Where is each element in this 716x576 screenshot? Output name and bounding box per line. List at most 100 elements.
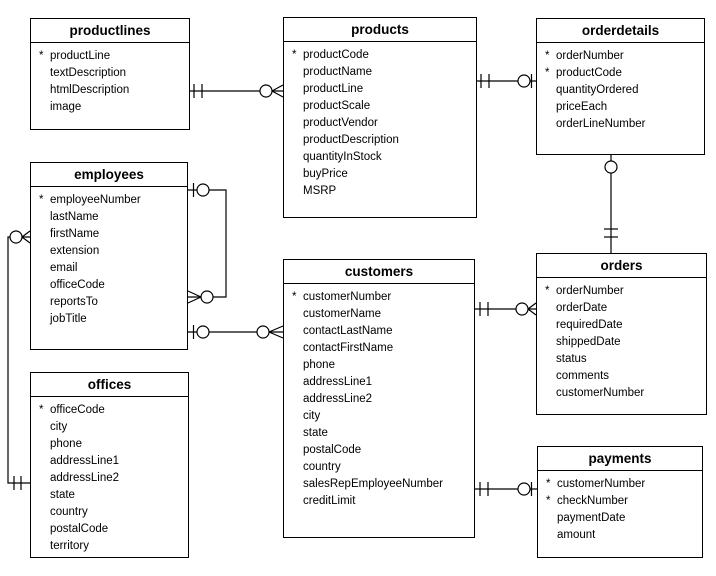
primary-key-marker [39,419,50,436]
field-name: employeeNumber [50,194,141,206]
primary-key-marker: * [546,478,551,490]
primary-key-marker [292,425,303,442]
field-row: country [39,504,184,521]
field-name: productLine [50,50,111,62]
field-row: territory [39,538,184,555]
primary-key-marker [292,81,303,98]
field-row: addressLine2 [39,470,184,487]
field-name: extension [50,245,100,257]
primary-key-marker [39,82,50,99]
field-name: productCode [556,67,622,79]
field-row: priceEach [545,99,700,116]
field-name: orderNumber [556,50,624,62]
primary-key-marker [39,470,50,487]
field-name: paymentDate [557,512,626,524]
field-name: orderLineNumber [556,118,646,130]
primary-key-marker [292,391,303,408]
field-name: postalCode [303,444,362,456]
field-row: *productCode [545,65,700,82]
primary-key-marker: * [545,285,550,297]
field-name: phone [50,438,82,450]
field-name: requiredDate [556,319,623,331]
primary-key-marker [545,351,556,368]
primary-key-marker [39,453,50,470]
field-name: reportsTo [50,296,98,308]
field-name: orderNumber [556,285,624,297]
primary-key-marker [39,277,50,294]
primary-key-marker [39,294,50,311]
field-name: htmlDescription [50,84,130,96]
field-name: productDescription [303,134,399,146]
field-name: country [303,461,341,473]
field-name: country [50,506,88,518]
field-row: lastName [39,209,183,226]
rel-customers-orders [475,302,537,316]
field-row: status [545,351,702,368]
field-name: contactFirstName [303,342,394,354]
field-name: email [50,262,78,274]
primary-key-marker [545,99,556,116]
field-row: orderLineNumber [545,116,700,133]
field-name: lastName [50,211,99,223]
field-name: orderDate [556,302,608,314]
primary-key-marker [292,166,303,183]
field-row: officeCode [39,277,183,294]
primary-key-marker [545,300,556,317]
table-title: products [284,18,476,42]
field-list: *employeeNumber lastName firstName extensio… [31,187,187,328]
field-row: contactFirstName [292,340,470,357]
field-row: orderDate [545,300,702,317]
field-row: *productLine [39,48,185,65]
field-name: productName [303,66,373,78]
primary-key-marker [39,487,50,504]
field-name: state [303,427,328,439]
field-name: addressLine2 [303,393,373,405]
field-row: customerNumber [545,385,702,402]
rel-orderdetails-orders [604,155,618,253]
primary-key-marker [39,209,50,226]
primary-key-marker [292,98,303,115]
primary-key-marker [292,306,303,323]
table-title: orderdetails [537,19,704,43]
field-row: *customerNumber [292,289,470,306]
primary-key-marker [292,64,303,81]
primary-key-marker [545,368,556,385]
rel-employees-self [187,183,227,304]
primary-key-marker [292,183,303,200]
primary-key-marker [39,65,50,82]
field-name: MSRP [303,185,337,197]
field-row: city [39,419,184,436]
primary-key-marker [292,442,303,459]
field-row: *employeeNumber [39,192,183,209]
field-name: phone [303,359,335,371]
field-row: contactLastName [292,323,470,340]
primary-key-marker: * [39,404,44,416]
field-name: quantityInStock [303,151,382,163]
field-row: salesRepEmployeeNumber [292,476,470,493]
field-row: city [292,408,470,425]
field-row: addressLine1 [292,374,470,391]
field-name: priceEach [556,101,608,113]
primary-key-marker [546,510,557,527]
field-row: paymentDate [546,510,698,527]
primary-key-marker [39,521,50,538]
primary-key-marker: * [545,50,550,62]
field-row: *customerNumber [546,476,698,493]
field-name: customerNumber [303,291,392,303]
field-name: officeCode [50,279,105,291]
rel-customers-payments [475,482,537,496]
field-row: phone [39,436,184,453]
primary-key-marker [292,340,303,357]
field-row: firstName [39,226,183,243]
